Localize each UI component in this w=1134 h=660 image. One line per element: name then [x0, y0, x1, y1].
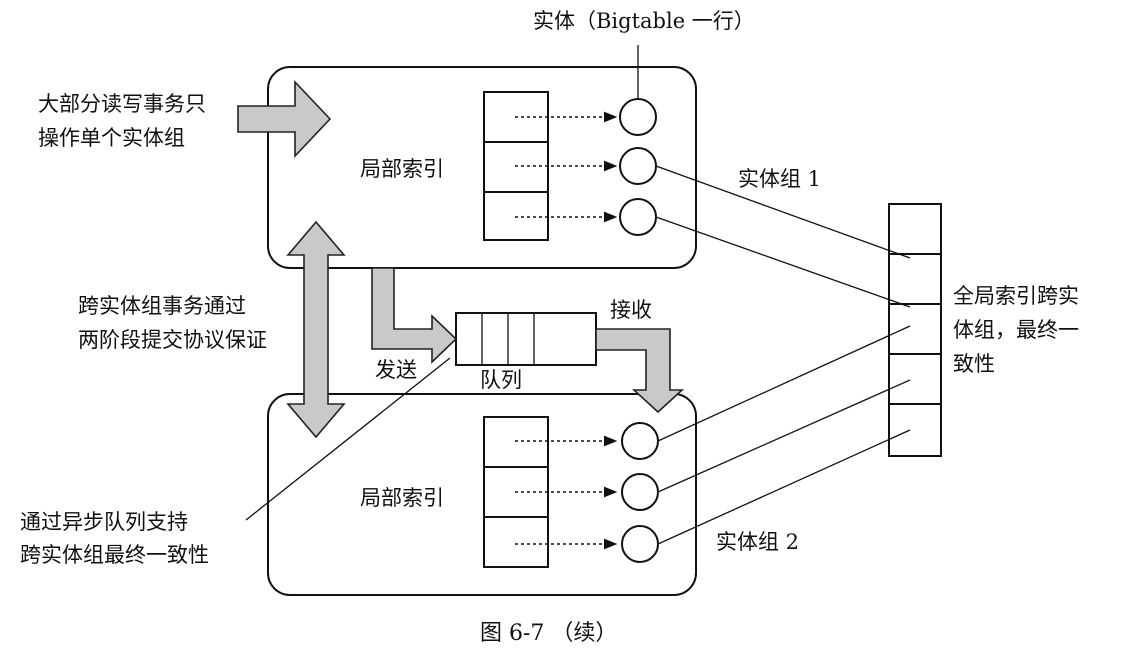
- single-group-arrow: [237, 79, 332, 159]
- entity-circle: [619, 147, 657, 185]
- two-phase-commit-arrow: [286, 220, 346, 439]
- global-index-link: [657, 325, 911, 442]
- receive-arrow: [595, 328, 685, 414]
- global-index-link: [657, 379, 911, 493]
- receive-label: 接收: [610, 298, 652, 322]
- figure-caption: 图 6-7 （续）: [480, 621, 617, 646]
- async-note-line1: 通过异步队列支持: [20, 510, 188, 534]
- single-group-note-line2: 操作单个实体组: [38, 126, 185, 150]
- send-label: 发送: [375, 358, 417, 382]
- async-callout-line: [245, 357, 451, 521]
- entity-group-2-box: [267, 393, 697, 596]
- global-index-link: [655, 216, 911, 308]
- entity-group-2-label: 实体组 2: [716, 530, 799, 554]
- entity-circle: [621, 473, 659, 511]
- entity-group-1-box: [267, 66, 697, 269]
- queue-label: 队列: [480, 368, 522, 392]
- entity-circle: [619, 98, 657, 136]
- local-index-label-top: 局部索引: [360, 157, 444, 181]
- send-arrow: [371, 267, 458, 364]
- entity-label: 实体（Bigtable 一行）: [533, 9, 755, 33]
- entity-circle: [621, 422, 659, 460]
- entity-circle: [619, 198, 657, 236]
- entity-group-1-label: 实体组 1: [738, 167, 821, 191]
- global-index-table: [888, 203, 942, 457]
- two-phase-note-line2: 两阶段提交协议保证: [78, 328, 267, 352]
- two-phase-note-line1: 跨实体组事务通过: [78, 294, 246, 318]
- local-index-table-top: [483, 91, 549, 241]
- global-note-line3: 致性: [953, 352, 995, 376]
- async-note-line2: 跨实体组最终一致性: [20, 543, 209, 567]
- local-index-label-bottom: 局部索引: [360, 486, 444, 510]
- global-note-line1: 全局索引跨实: [953, 284, 1079, 308]
- entity-circle: [621, 525, 659, 563]
- async-queue: [455, 312, 597, 366]
- single-group-note-line1: 大部分读写事务只: [38, 92, 206, 116]
- global-note-line2: 体组，最终一: [953, 318, 1079, 342]
- global-index-link: [657, 429, 911, 545]
- global-index-link: [655, 165, 911, 259]
